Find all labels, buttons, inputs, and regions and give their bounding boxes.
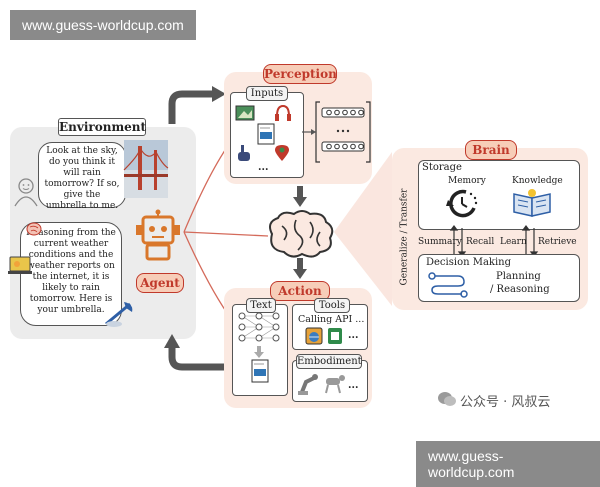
arrow-inputs-to-vectors (302, 129, 316, 135)
action-title: Action (270, 281, 330, 301)
storage-box (418, 160, 580, 230)
calling-api-text: Calling API ... (298, 314, 365, 325)
central-brain-icon (269, 210, 334, 258)
umbrella-icon (105, 302, 133, 327)
document-icon (257, 123, 275, 145)
neural-network-icon (238, 312, 280, 342)
robot-arm-icon (298, 374, 318, 395)
reasoning-label: / Reasoning (490, 284, 550, 295)
person-icon (14, 178, 38, 207)
agent-label: Agent (136, 273, 184, 293)
spreadsheet-icon (328, 328, 342, 344)
brain-title: Brain (465, 140, 517, 160)
environment-title: Environment (58, 118, 147, 136)
headphones-icon (275, 104, 291, 121)
learn-label: Learn (500, 237, 527, 247)
output-document-icon (251, 359, 269, 383)
text-label: Text (246, 298, 276, 313)
browser-icon (305, 327, 323, 345)
tools-label: Tools (314, 298, 350, 313)
storage-label: Storage (422, 162, 462, 173)
credit-text: 公众号 · 风叔云 (460, 395, 551, 410)
knowledge-book-icon (513, 189, 551, 217)
robot-dog-icon (325, 375, 345, 394)
embodiment-label: Embodiment (296, 354, 362, 369)
inputs-ellipsis: ... (258, 162, 269, 173)
summary-label: Summary (418, 237, 462, 247)
knowledge-label: Knowledge (512, 176, 563, 186)
speech-bubble-user (38, 142, 126, 208)
wechat-icon (438, 392, 456, 406)
arrow-brain-to-action (293, 258, 307, 279)
planning-flow-icon (428, 272, 468, 298)
watermark-top: www.guess-worldcup.com (10, 10, 196, 40)
decision-making-label: Decision Making (426, 257, 512, 268)
location-icon (275, 145, 289, 161)
robot-icon (136, 209, 180, 261)
planning-label: Planning (496, 271, 541, 282)
retrieve-label: Retrieve (538, 237, 577, 247)
embedding-vectors (315, 101, 371, 163)
arrow-perception-to-brain (293, 186, 307, 207)
watermark-bottom: www.guess-worldcup.com (416, 441, 600, 487)
speech-text-user: Look at the sky, do you think it will ra… (44, 146, 120, 211)
tools-ellipsis: ... (348, 330, 359, 341)
image-icon (235, 105, 255, 121)
memory-clock-icon (446, 189, 478, 218)
inputs-label: Inputs (246, 86, 288, 101)
laptop-weather-icon (8, 256, 32, 274)
arrow-text-down-icon (254, 346, 264, 358)
embodiment-ellipsis: ... (348, 380, 359, 391)
touch-icon (238, 145, 250, 161)
speech-text-agent: Reasoning from the current weather condi… (26, 228, 116, 315)
memory-label: Memory (448, 176, 486, 186)
perception-title: Perception (263, 64, 337, 84)
recall-label: Recall (466, 237, 495, 247)
brain-mini-icon (26, 222, 42, 236)
speech-bubble-agent (20, 222, 122, 326)
sky-image (123, 140, 169, 198)
